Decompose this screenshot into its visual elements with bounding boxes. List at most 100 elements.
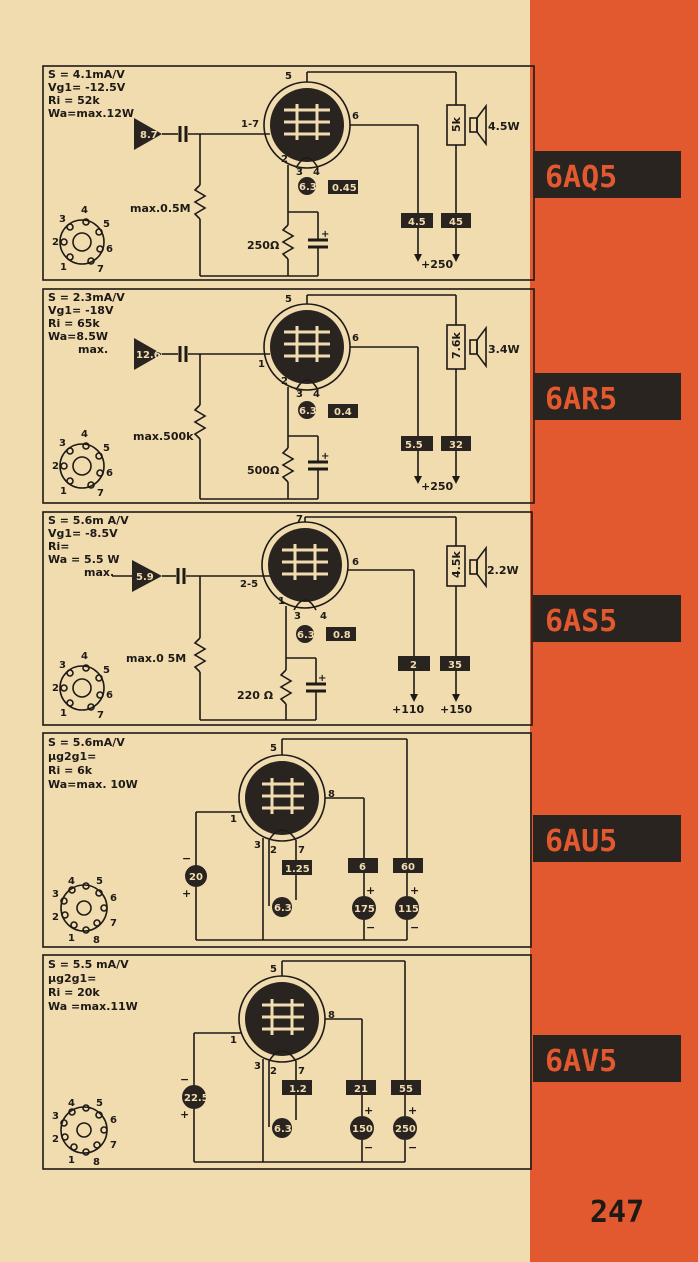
heater-pin: 2 xyxy=(281,154,288,165)
heater-pin: 3 xyxy=(296,389,303,400)
heater-current: 0.45 xyxy=(332,183,357,194)
heater-voltage: 6.3 xyxy=(299,182,317,193)
svg-text:5: 5 xyxy=(96,1098,103,1109)
svg-text:4: 4 xyxy=(81,429,88,440)
heater-pin: 4 xyxy=(313,167,320,178)
plate-current-box xyxy=(391,1080,421,1095)
grid-resistor xyxy=(193,404,207,440)
plate-current-box xyxy=(441,213,471,228)
screen-current-box xyxy=(398,656,430,671)
plate-pin: 6 xyxy=(352,333,359,344)
svg-text:+: + xyxy=(182,887,191,900)
heater-voltage: 6.3 xyxy=(274,903,292,914)
supply-voltage: +150 xyxy=(440,703,473,716)
load-value: 5k xyxy=(450,116,463,132)
plate-voltage-badge xyxy=(393,1116,417,1140)
svg-text:3: 3 xyxy=(59,660,66,671)
svg-text:7: 7 xyxy=(110,918,117,929)
heater-pin: 2 xyxy=(281,376,288,387)
svg-text:4: 4 xyxy=(68,876,75,887)
screen-current: 4.5 xyxy=(408,217,426,228)
svg-text:−: − xyxy=(410,921,419,934)
supply-voltage: +250 xyxy=(421,258,454,271)
panel-6aq5: S = 4.1mA/V Vg1= -12.5V Ri = 52k Wa=max.… xyxy=(42,65,535,281)
input-amplifier-triangle xyxy=(132,560,162,592)
svg-text:6: 6 xyxy=(106,468,113,479)
grid-resistor xyxy=(193,184,207,220)
svg-text:−: − xyxy=(408,1141,417,1154)
svg-text:1: 1 xyxy=(68,933,75,944)
heater-current-box xyxy=(328,404,358,418)
heater-pin: 1 xyxy=(278,596,285,607)
param-line: μg2g1= xyxy=(48,750,96,763)
plate-current-box xyxy=(393,858,423,873)
input-voltage: 8.7 xyxy=(140,130,158,141)
param-line: Wa=max. 10W xyxy=(48,778,138,791)
heater-pin: 3 xyxy=(294,611,301,622)
plate-current: 35 xyxy=(448,660,462,671)
svg-text:8: 8 xyxy=(93,935,100,946)
heater-current-box xyxy=(326,627,356,641)
svg-text:3: 3 xyxy=(52,1111,59,1122)
svg-text:+: + xyxy=(364,1104,373,1117)
cathode-resistor-label: 250Ω xyxy=(247,239,280,252)
tube-label-6aq5: 6AQ5 xyxy=(533,151,681,198)
heater-voltage-badge xyxy=(298,177,316,195)
screen-voltage: 175 xyxy=(354,904,375,915)
cathode-resistor-label: 500Ω xyxy=(247,464,280,477)
svg-text:4: 4 xyxy=(81,651,88,662)
heater-voltage-badge xyxy=(296,625,314,643)
grid-resistor-label: max.0 5M xyxy=(126,652,186,665)
tube-type-label: 6AU5 xyxy=(545,824,617,859)
anode-pin: 8 xyxy=(328,1010,335,1021)
plate-current: 60 xyxy=(401,862,415,873)
svg-text:3: 3 xyxy=(59,214,66,225)
page-number: 247 xyxy=(590,1195,644,1230)
top-pin: 5 xyxy=(270,743,277,754)
grid-bias: 22.5 xyxy=(184,1093,209,1104)
param-line: Wa=8.5W xyxy=(48,330,108,343)
grid-pin-label: 1 xyxy=(258,359,265,370)
screen-current: 21 xyxy=(354,1084,368,1095)
input-voltage: 5.9 xyxy=(136,572,154,583)
cathode-resistor xyxy=(281,447,295,483)
output-power: 3.4W xyxy=(488,343,520,356)
plate-voltage-badge xyxy=(395,896,419,920)
param-line: Ri = 6k xyxy=(48,764,93,777)
tube-label-6as5: 6AS5 xyxy=(533,595,681,642)
plate-current: 32 xyxy=(449,440,463,451)
heater-pin: 4 xyxy=(320,611,327,622)
svg-text:6: 6 xyxy=(106,244,113,255)
svg-text:6: 6 xyxy=(110,1115,117,1126)
grid-pin-label: 2-5 xyxy=(240,579,258,590)
screen-current-box xyxy=(348,858,378,873)
param-line: S = 5.6mA/V xyxy=(48,736,125,749)
svg-text:1: 1 xyxy=(68,1155,75,1166)
plate-voltage: 250 xyxy=(395,1124,416,1135)
grid-pin-label: 1 xyxy=(230,814,237,825)
load-value: 7.6k xyxy=(450,332,463,359)
heater-voltage: 6.3 xyxy=(299,406,317,417)
plate-current: 45 xyxy=(449,217,463,228)
heater-current: 0.4 xyxy=(334,407,352,418)
param-line: Ri = 52k xyxy=(48,94,100,107)
tube-label-6au5: 6AU5 xyxy=(533,815,681,862)
svg-text:+: + xyxy=(408,1104,417,1117)
heater-current: 1.2 xyxy=(289,1084,307,1095)
grid-pin-label: 1 xyxy=(230,1035,237,1046)
param-line: max. xyxy=(78,343,108,356)
tube-label-6av5: 6AV5 xyxy=(533,1035,681,1082)
input-amplifier-triangle xyxy=(134,118,162,150)
tube-electrodes xyxy=(270,88,344,162)
screen-current: 6 xyxy=(359,862,366,873)
svg-text:6: 6 xyxy=(110,893,117,904)
heater-pin: 3 xyxy=(296,167,303,178)
panel-6ar5: S = 2.3mA/V Vg1= -18V Ri = 65k Wa=8.5W m… xyxy=(42,288,535,504)
tube-electrodes xyxy=(268,528,342,602)
param-line: Wa = 5.5 W xyxy=(48,553,120,566)
top-pin: 5 xyxy=(285,294,292,305)
heater-pin: 7 xyxy=(298,845,305,856)
screen-voltage: 150 xyxy=(352,1124,373,1135)
plate-current: 55 xyxy=(399,1084,413,1095)
svg-text:5: 5 xyxy=(103,665,110,676)
